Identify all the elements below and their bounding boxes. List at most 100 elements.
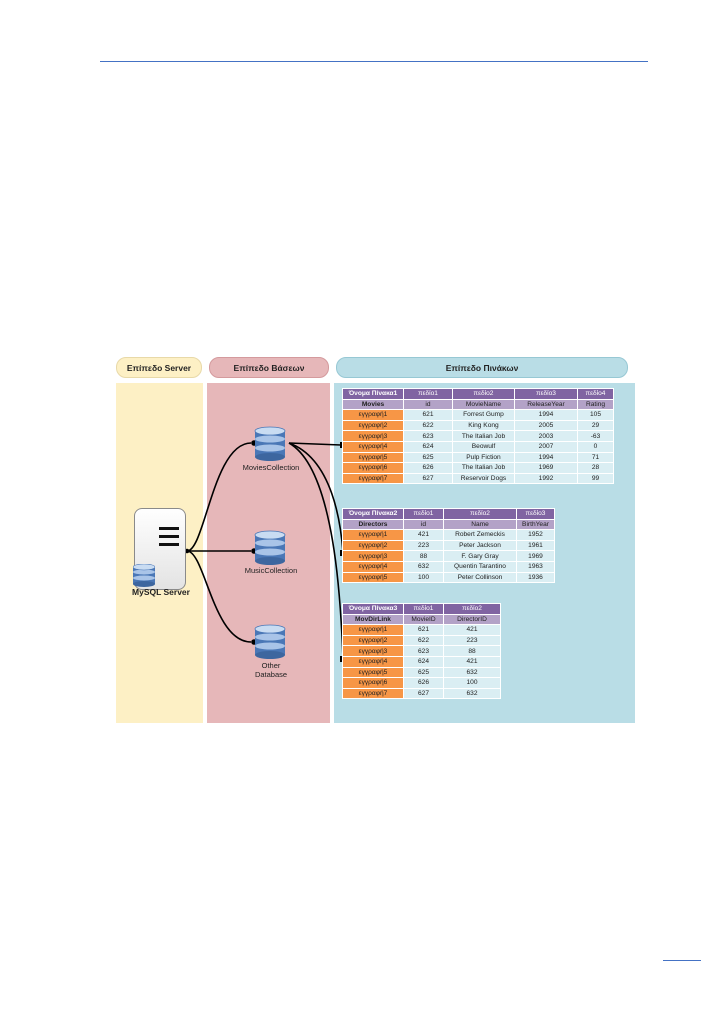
cell: 626	[403, 462, 453, 474]
cell: Peter Collinson	[443, 571, 517, 584]
table-label: Όνομα Πίνακα1	[342, 388, 404, 400]
table-name: MovDirLink	[342, 613, 404, 626]
record-label: εγγραφή5	[342, 666, 404, 679]
database-icons	[254, 426, 286, 659]
table-header-row: Όνομα Πίνακα3 πεδίο1 πεδίο2	[342, 603, 501, 615]
column-name: BirthYear	[516, 518, 555, 531]
table-columns-row: Directors id Name BirthYear	[342, 518, 555, 531]
table-columns-row: MovDirLink MovieID DirectorID	[342, 613, 501, 626]
cell: 623	[403, 430, 453, 442]
record-label: εγγραφή5	[342, 451, 404, 464]
record-label: εγγραφή2	[342, 539, 404, 552]
record-label: εγγραφή1	[342, 624, 404, 636]
header-rule	[100, 61, 648, 62]
field-label: πεδίο2	[443, 508, 517, 520]
cell: 88	[403, 550, 444, 562]
cell: Quentin Tarantino	[443, 560, 517, 573]
cell: 624	[403, 655, 444, 668]
cell: 88	[443, 645, 501, 657]
cell: 622	[403, 419, 453, 432]
database-label-music: MusicCollection	[244, 566, 298, 575]
cell: 0	[577, 440, 614, 453]
record-label: εγγραφή3	[342, 645, 404, 657]
database-label-other: Other Database	[254, 661, 288, 679]
field-label: πεδίο2	[443, 603, 501, 615]
record-label: εγγραφή3	[342, 550, 404, 562]
column-name: MovieID	[403, 613, 444, 626]
cell: 1963	[516, 560, 555, 573]
table-name: Directors	[342, 518, 404, 531]
server-level-title: Επίπεδο Server	[116, 357, 202, 378]
cell: 1994	[514, 409, 578, 421]
cell: 100	[403, 571, 444, 584]
field-label: πεδίο2	[452, 388, 515, 400]
cell: -63	[577, 430, 614, 442]
cell: King Kong	[452, 419, 515, 432]
page-number-rule	[663, 960, 701, 961]
cell: 421	[403, 529, 444, 541]
column-name: Rating	[577, 398, 614, 411]
connection-lines	[184, 426, 346, 662]
field-label: πεδίο1	[403, 388, 453, 400]
cell: 622	[403, 634, 444, 647]
cell: Robert Zemeckis	[443, 529, 517, 541]
cell: Forrest Gump	[452, 409, 515, 421]
field-label: πεδίο3	[514, 388, 578, 400]
cell: Beowulf	[452, 440, 515, 453]
column-name: ReleaseYear	[514, 398, 578, 411]
cell: 2005	[514, 419, 578, 432]
cell: 1961	[516, 539, 555, 552]
cell: 621	[403, 624, 444, 636]
database-level-title: Επίπεδο Βάσεων	[209, 357, 329, 378]
cell: 1992	[514, 472, 578, 485]
record-label: εγγραφή6	[342, 677, 404, 689]
cell: 223	[403, 539, 444, 552]
cell: 100	[443, 677, 501, 689]
cell: 421	[443, 624, 501, 636]
field-label: πεδίο1	[403, 603, 444, 615]
record-label: εγγραφή4	[342, 440, 404, 453]
cell: 625	[403, 666, 444, 679]
cell: 29	[577, 419, 614, 432]
cell: 625	[403, 451, 453, 464]
record-label: εγγραφή6	[342, 462, 404, 474]
cell: 2007	[514, 440, 578, 453]
column-name: id	[403, 518, 444, 531]
table-level-title: Επίπεδο Πινάκων	[336, 357, 628, 378]
cell: 71	[577, 451, 614, 464]
table-header-row: Όνομα Πίνακα2 πεδίο1 πεδίο2 πεδίο3	[342, 508, 555, 520]
server-database-icon	[133, 564, 155, 587]
column-name: MovieName	[452, 398, 515, 411]
cell: 223	[443, 634, 501, 647]
table-label: Όνομα Πίνακα2	[342, 508, 404, 520]
cell: 626	[403, 677, 444, 689]
record-label: εγγραφή5	[342, 571, 404, 584]
mysql-architecture-diagram: Επίπεδο Server Επίπεδο Βάσεων Επίπεδο Πι…	[113, 355, 635, 725]
cell: The Italian Job	[452, 430, 515, 442]
cell: 624	[403, 440, 453, 453]
record-label: εγγραφή1	[342, 529, 404, 541]
cell: 1969	[514, 462, 578, 474]
field-label: πεδίο1	[403, 508, 444, 520]
record-label: εγγραφή7	[342, 687, 404, 700]
cell: 1994	[514, 451, 578, 464]
cell: 621	[403, 409, 453, 421]
cell: Peter Jackson	[443, 539, 517, 552]
cell: 28	[577, 462, 614, 474]
cell: 2003	[514, 430, 578, 442]
cell: 99	[577, 472, 614, 485]
